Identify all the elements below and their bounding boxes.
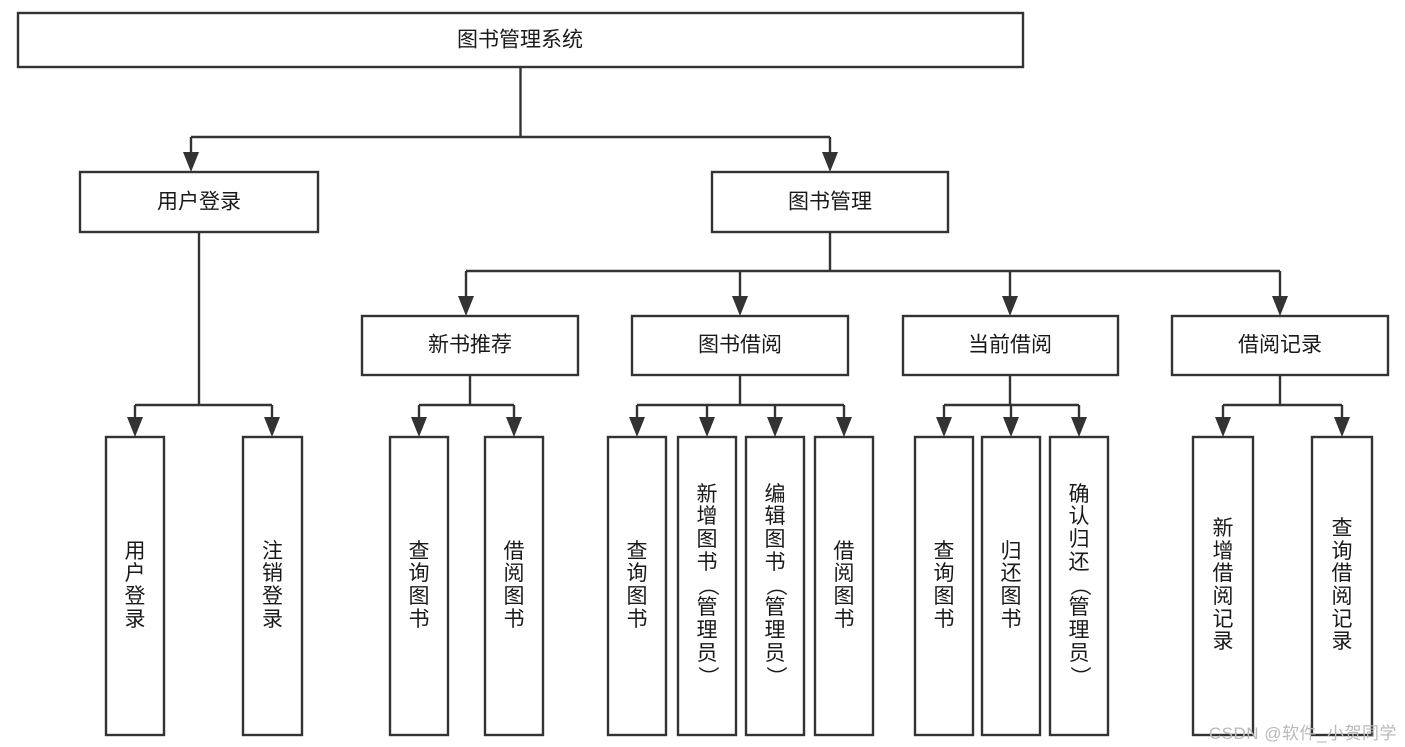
node-leaf-query-record[interactable] (1310, 435, 1374, 737)
connector-bookmgmt-to-level3 (458, 232, 1288, 316)
node-leaf-confirm-return[interactable] (1048, 435, 1110, 737)
label-root-system: 图书管理系统 (457, 29, 583, 52)
connector-userlogin-to-leaves (127, 232, 280, 437)
label-borrow-record: 借阅记录 (1238, 334, 1322, 357)
label-book-borrow: 图书借阅 (698, 334, 782, 357)
connector-root-to-level2 (183, 67, 838, 172)
node-new-book-recommend[interactable] (360, 314, 580, 377)
node-user-login[interactable] (78, 170, 320, 234)
label-current-borrow: 当前借阅 (968, 334, 1052, 357)
node-leaf-logout-login[interactable] (241, 435, 304, 737)
connector-bookborrow-to-leaves (629, 375, 852, 437)
label-book-management: 图书管理 (788, 191, 872, 214)
label-new-book-recommend: 新书推荐 (428, 334, 512, 357)
node-leaf-borrow-book-1[interactable] (483, 435, 545, 737)
node-leaf-edit-book[interactable] (744, 435, 806, 737)
node-leaf-query-book-3[interactable] (913, 435, 975, 737)
node-current-borrow[interactable] (901, 314, 1120, 377)
connector-borrowrecord-to-leaves (1215, 375, 1350, 437)
node-leaf-query-book-2[interactable] (606, 435, 668, 737)
node-leaf-query-book-1[interactable] (388, 435, 450, 737)
label-user-login: 用户登录 (157, 191, 241, 214)
connector-currentborrow-to-leaves (936, 375, 1087, 437)
node-book-borrow[interactable] (630, 314, 850, 377)
node-leaf-borrow-book-2[interactable] (813, 435, 875, 737)
node-leaf-user-login[interactable] (104, 435, 166, 737)
node-root-system[interactable] (16, 11, 1025, 69)
node-leaf-return-book[interactable] (980, 435, 1042, 737)
node-borrow-record[interactable] (1170, 314, 1390, 377)
connector-newbook-to-leaves (411, 375, 522, 437)
node-leaf-add-book[interactable] (676, 435, 738, 737)
node-book-management[interactable] (710, 170, 950, 234)
csdn-watermark: CSDN @软件_小贺同学 (1208, 724, 1397, 743)
node-leaf-add-record[interactable] (1191, 435, 1255, 737)
